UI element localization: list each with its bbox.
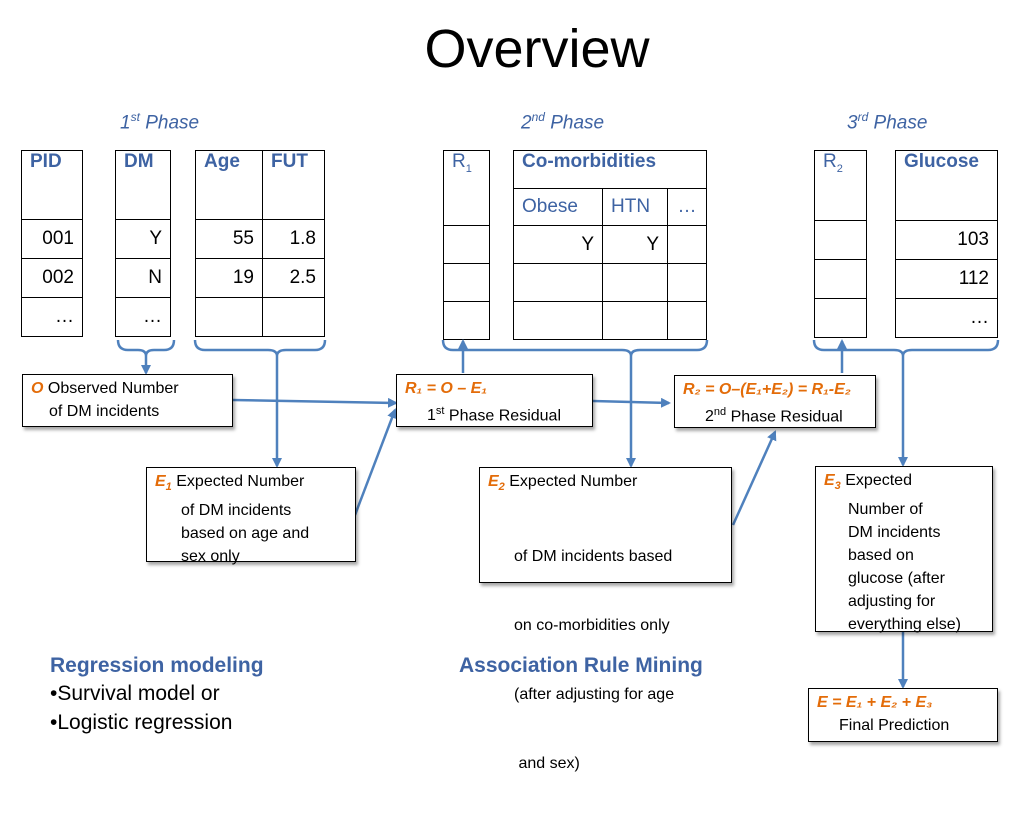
comorb-cell [602, 263, 668, 302]
e2-box: E2 Expected Number of DM incidents based… [479, 467, 732, 772]
r1-box: R₁ = O – E₁ 1st Phase Residual [396, 374, 593, 427]
r2-header: R2 [814, 150, 867, 221]
r1-header: R1 [443, 150, 490, 226]
phase2-brace [441, 339, 709, 357]
flow-arrows [116, 339, 1000, 689]
comorb-cell [667, 301, 707, 340]
phase-1-label: 1st Phase [120, 110, 200, 134]
r1-to-r2-arrow [592, 397, 671, 408]
glucose-cell: … [895, 298, 998, 338]
r1-cell [443, 301, 490, 340]
observed-box: O Observed Number of DM incidents [22, 374, 233, 427]
regression-item: •Logistic regression [50, 711, 233, 734]
e2-to-r2-arrow [731, 430, 777, 526]
htn-subheader: HTN [602, 188, 668, 226]
age-brace [193, 339, 327, 357]
r2-cell [814, 298, 867, 338]
regression-section: Regression modeling •Survival model or •… [50, 654, 264, 735]
r2-table: R2 [814, 150, 867, 338]
age-cell [195, 297, 263, 337]
comorb-cell [602, 301, 668, 340]
glucose-header: Glucose [895, 150, 998, 221]
dm-table: DM Y N … [115, 150, 171, 337]
r1-cell [443, 225, 490, 264]
r1-cell [443, 263, 490, 302]
glucose-table: Glucose 103 112 … [895, 150, 998, 338]
e1-to-r1-arrow [353, 408, 397, 516]
age-cell: 55 [195, 219, 263, 259]
phase-3-label: 3rd Phase [847, 110, 928, 134]
dm-cell: … [115, 297, 171, 337]
pid-cell: 002 [21, 258, 83, 298]
fut-header: FUT [262, 150, 325, 220]
comorb-cell: Y [602, 225, 668, 264]
observed-to-r1-arrow [232, 397, 398, 408]
dm-cell: Y [115, 219, 171, 259]
obese-subheader: Obese [513, 188, 603, 226]
phase-2-label: 2nd Phase [521, 110, 605, 134]
dm-brace [116, 339, 176, 357]
pid-table: PID 001 002 … [21, 150, 83, 337]
fut-cell [262, 297, 325, 337]
e3-box: E3 Expected Number of DM incidents based… [815, 466, 993, 633]
fut-cell: 1.8 [262, 219, 325, 259]
comorbidities-header: Co-morbidities [513, 150, 707, 189]
glucose-cell: 103 [895, 220, 998, 260]
dm-header: DM [115, 150, 171, 220]
comorb-cell [513, 301, 603, 340]
r1-table: R1 [443, 150, 490, 340]
slide-title: Overview [424, 19, 650, 79]
e1-box: E1 Expected Number of DM incidents based… [146, 467, 356, 565]
r2-box: R₂ = O–(E₁+E₂) = R₁-E₂ 2nd Phase Residua… [674, 375, 876, 428]
pid-header: PID [21, 150, 83, 220]
comorb-cell [667, 225, 707, 264]
association-rule-heading: Association Rule Mining [459, 654, 703, 677]
regression-heading: Regression modeling [50, 654, 264, 677]
r2-cell [814, 259, 867, 299]
fut-cell: 2.5 [262, 258, 325, 298]
regression-item: •Survival model or [50, 682, 220, 705]
final-prediction-box: E = E₁ + E₂ + E₃ Final Prediction [808, 688, 998, 742]
pid-cell: … [21, 297, 83, 337]
